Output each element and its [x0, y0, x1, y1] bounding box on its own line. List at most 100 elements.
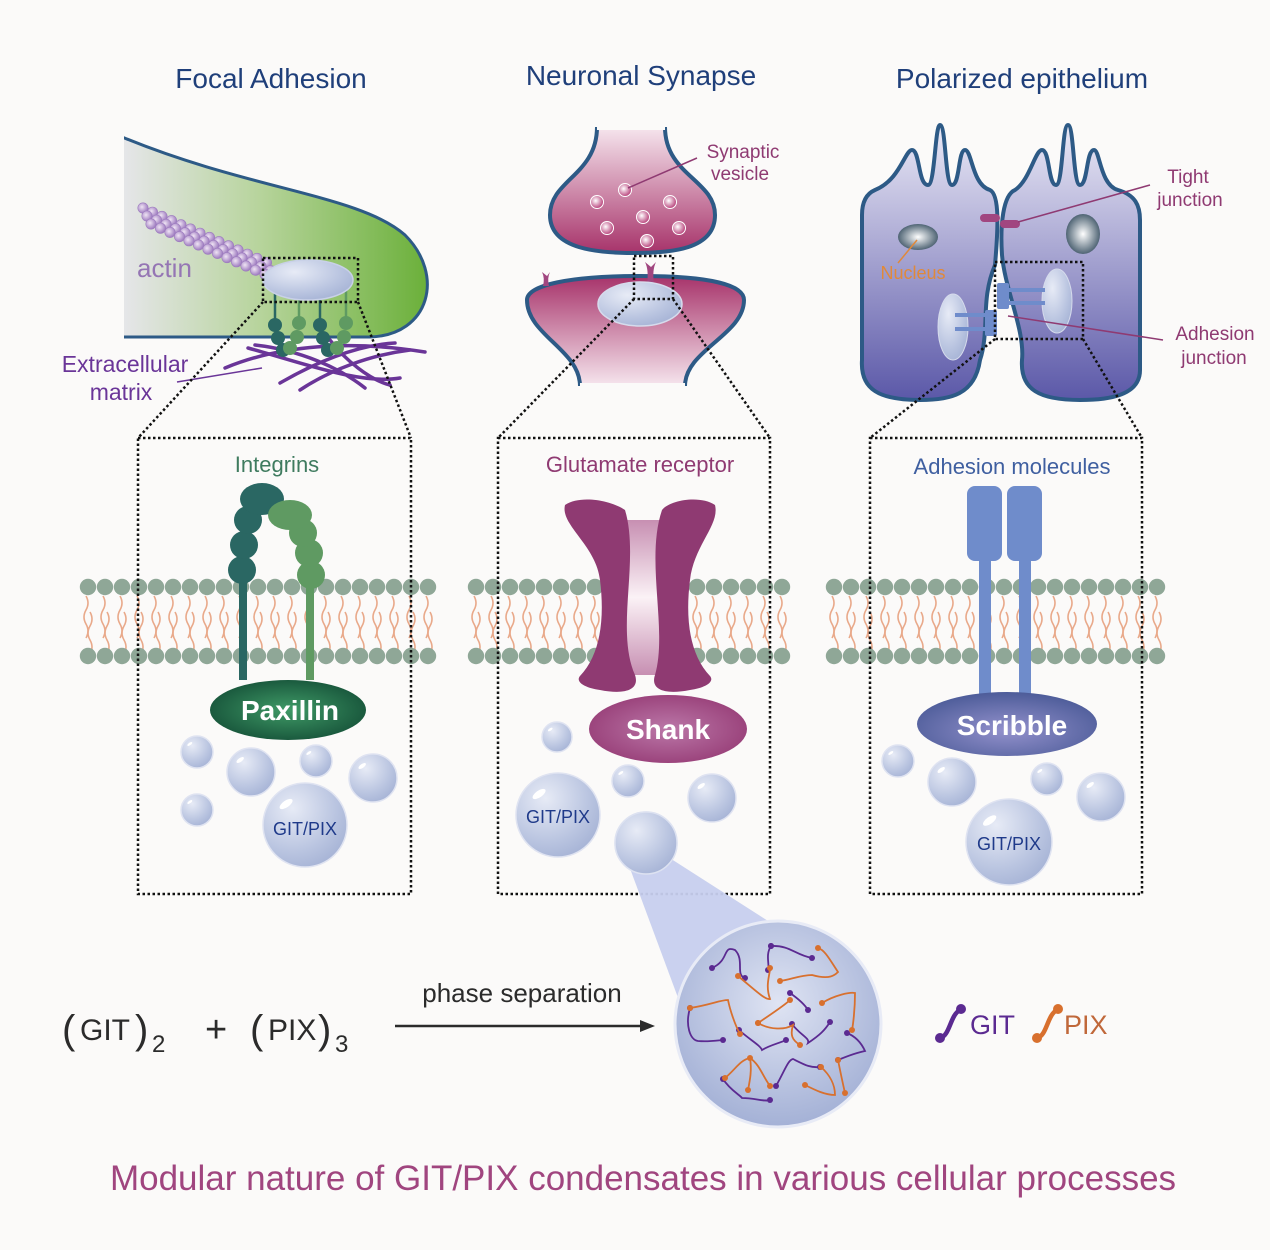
lipid-tail — [577, 611, 583, 655]
lipid-head — [385, 578, 403, 596]
lipid-tail — [935, 611, 941, 655]
focal-adhesion-condensate — [262, 259, 354, 301]
nucleus-left — [898, 224, 938, 250]
lipid-tail — [850, 611, 856, 655]
lipid-tail — [257, 611, 263, 655]
droplet-highlight — [187, 800, 193, 804]
condensate-droplet — [226, 747, 276, 797]
lipid-head — [705, 647, 723, 665]
lipid-head — [215, 647, 233, 665]
lipid-head — [96, 647, 114, 665]
lipid-head — [96, 578, 114, 596]
lipid-head — [552, 578, 570, 596]
lipid-head — [722, 578, 740, 596]
legend-git-icon — [937, 1007, 963, 1041]
lipid-head — [1131, 578, 1149, 596]
strand-end — [815, 945, 821, 951]
droplet-highlight — [532, 788, 546, 800]
condensate-droplet — [611, 764, 645, 798]
lipid-head — [1046, 578, 1064, 596]
lipid-tail — [223, 611, 229, 655]
panel-title-polarized-epithelium: Polarized epithelium — [896, 63, 1148, 94]
synaptic-vesicle — [590, 195, 604, 209]
lipid-head — [688, 578, 706, 596]
label-tight: Tight — [1167, 167, 1209, 188]
lipid-head — [552, 647, 570, 665]
lipid-head — [910, 647, 928, 665]
strand-end — [797, 1042, 803, 1048]
lipid-head — [1097, 578, 1115, 596]
lipid-tail — [1037, 611, 1043, 655]
actin-bead — [155, 222, 167, 234]
lipid-tail — [952, 611, 958, 655]
lipid-head — [1097, 647, 1115, 665]
actin-bead — [250, 264, 262, 276]
lipid-bilayer — [825, 578, 1166, 665]
strand-end — [849, 1027, 855, 1033]
legend-pix-label: PIX — [1064, 1010, 1108, 1040]
droplet-highlight — [187, 742, 193, 746]
lipid-tail — [427, 611, 433, 655]
lipid-head — [961, 578, 979, 596]
lipid-head — [722, 647, 740, 665]
lipid-head — [773, 578, 791, 596]
lipid-head — [825, 647, 843, 665]
strand-end — [842, 1090, 848, 1096]
lipid-head — [368, 578, 386, 596]
git-strand — [775, 1058, 821, 1087]
lipid-tail — [526, 611, 532, 655]
lipid-head — [368, 647, 386, 665]
label-nucleus: Nucleus — [880, 263, 945, 283]
strand-end — [835, 1057, 841, 1063]
lipid-tail — [543, 611, 549, 655]
panel-title-focal-adhesion: Focal Adhesion — [175, 63, 366, 94]
lipid-tail — [1156, 611, 1162, 655]
equation: ( GIT ) 2 + ( PIX ) 3 phase separation — [62, 978, 655, 1058]
label-vesicle: vesicle — [711, 164, 769, 185]
lipid-head — [1080, 578, 1098, 596]
lipid-head — [351, 647, 369, 665]
actin-bead — [202, 243, 214, 255]
condensate-droplet — [299, 744, 333, 778]
zoom-panel-synapse — [496, 436, 772, 896]
lipid-head — [518, 647, 536, 665]
lipid-head — [501, 578, 519, 596]
eq-plus: + — [205, 1009, 227, 1051]
strand-end — [767, 965, 773, 971]
strand-end — [783, 1037, 789, 1043]
eq-paren-close-2: ) — [318, 1008, 331, 1052]
lipid-tail — [172, 611, 178, 655]
lipid-head — [535, 647, 553, 665]
lipid-head — [995, 647, 1013, 665]
strand-end — [802, 1082, 808, 1088]
actin-bead — [164, 226, 176, 238]
strand-end — [747, 1055, 753, 1061]
synapse-zoom-box — [632, 254, 675, 301]
lipid-head — [944, 647, 962, 665]
lipid-head — [825, 578, 843, 596]
lipid-head — [859, 647, 877, 665]
adhesion-junction-pointer-line — [1007, 315, 1164, 341]
postsynaptic-terminal — [524, 273, 747, 389]
eq-git-subscript: 2 — [152, 1031, 165, 1058]
lipid-tail — [342, 611, 348, 655]
lipid-head — [467, 647, 485, 665]
droplet-highlight — [1086, 782, 1094, 788]
lipid-tail — [509, 611, 515, 655]
shank-scaffold — [589, 695, 747, 763]
strand-end — [745, 1087, 751, 1093]
lipid-head — [147, 578, 165, 596]
condensate-droplet — [180, 735, 214, 769]
pix-strand — [779, 947, 840, 982]
magnify-cone — [625, 855, 790, 1030]
zoom-panels — [136, 436, 1144, 896]
lipid-head — [569, 647, 587, 665]
lipid-head — [419, 647, 437, 665]
git-pix-network — [687, 943, 867, 1103]
git-strand — [711, 948, 746, 979]
lipid-tail — [1139, 611, 1145, 655]
strand-end — [720, 1037, 726, 1043]
droplet-highlight — [279, 798, 293, 810]
zoom-panel-epithelium — [868, 436, 1144, 896]
lipid-head — [569, 578, 587, 596]
